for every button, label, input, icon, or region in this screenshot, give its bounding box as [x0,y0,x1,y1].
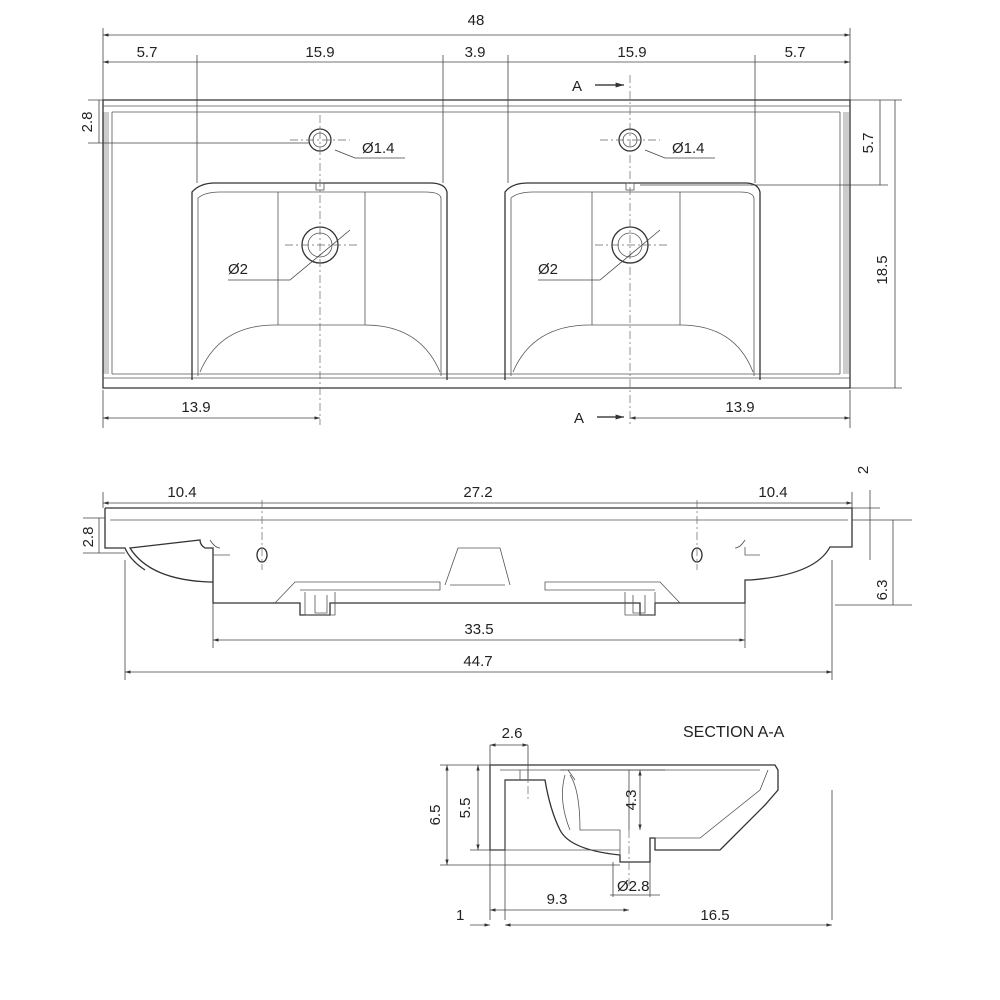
dim-drain-offset-right: 13.9 [725,399,754,416]
rim-lines [103,105,850,379]
dim-line-rim-depth [88,99,310,144]
dim-center-span: 27.2 [463,484,492,501]
section-outline [489,764,779,863]
dim-left-offset: 10.4 [167,484,196,501]
label-drain-right: Ø2 [538,261,558,278]
left-edge-shade [103,112,109,374]
dim-segment-3: 3.9 [465,44,486,61]
dim-section-drain-diameter: Ø2.8 [617,878,650,895]
dim-drain-offset: 9.3 [547,891,568,908]
dim-right-offset: 10.4 [758,484,787,501]
dim-left-height: 2.8 [80,527,97,548]
dim-bottom-width: 33.5 [464,621,493,638]
section-view: SECTION A-A 2.6 6.5 5.5 4.3 Ø2.8 9.3 1 1… [427,724,833,927]
dim-section-depth: 16.5 [700,907,729,924]
dim-overall-height: 6.5 [427,805,444,826]
leader-tap-holes [334,149,715,159]
label-tap-hole-left: Ø1.4 [362,140,395,157]
dim-overall-width: 48 [468,12,485,29]
dim-wall-offset: 1 [456,907,464,924]
dim-overall-depth: 18.5 [874,255,891,284]
section-marker-top: A [572,78,582,95]
leader-drain-holes [228,229,661,281]
dim-lines-right [640,99,902,389]
dim-rim-width: 2.6 [502,725,523,742]
dim-top-thickness: 2 [855,466,872,474]
dim-drain-offset-left: 13.9 [181,399,210,416]
dim-total-height: 6.3 [874,580,891,601]
dim-segment-1: 5.7 [137,44,158,61]
extension-lines [102,28,851,183]
front-view: 10.4 27.2 10.4 2 6.3 2.8 33.5 44.7 [80,466,912,680]
top-view: 48 5.7 15.9 3.9 15.9 5.7 2.8 5.7 18.5 Ø1… [79,12,902,428]
dim-segment-2: 15.9 [305,44,334,61]
dim-bowl-depth: 4.3 [623,790,640,811]
right-edge-shade [843,112,849,374]
dim-rim-depth: 2.8 [79,112,96,133]
dim-inner-height: 5.5 [457,798,474,819]
extension-lines-bottom [102,390,851,428]
section-marker-bottom: A [574,410,584,427]
front-outline [104,507,853,616]
left-bowl [191,115,448,425]
dim-segment-5: 5.7 [785,44,806,61]
section-title: SECTION A-A [683,724,785,741]
dim-tap-hole-offset: 5.7 [860,133,877,154]
label-drain-left: Ø2 [228,261,248,278]
right-bowl [504,75,761,425]
label-tap-hole-right: Ø1.4 [672,140,705,157]
dim-segment-4: 15.9 [617,44,646,61]
dim-base-width: 44.7 [463,653,492,670]
